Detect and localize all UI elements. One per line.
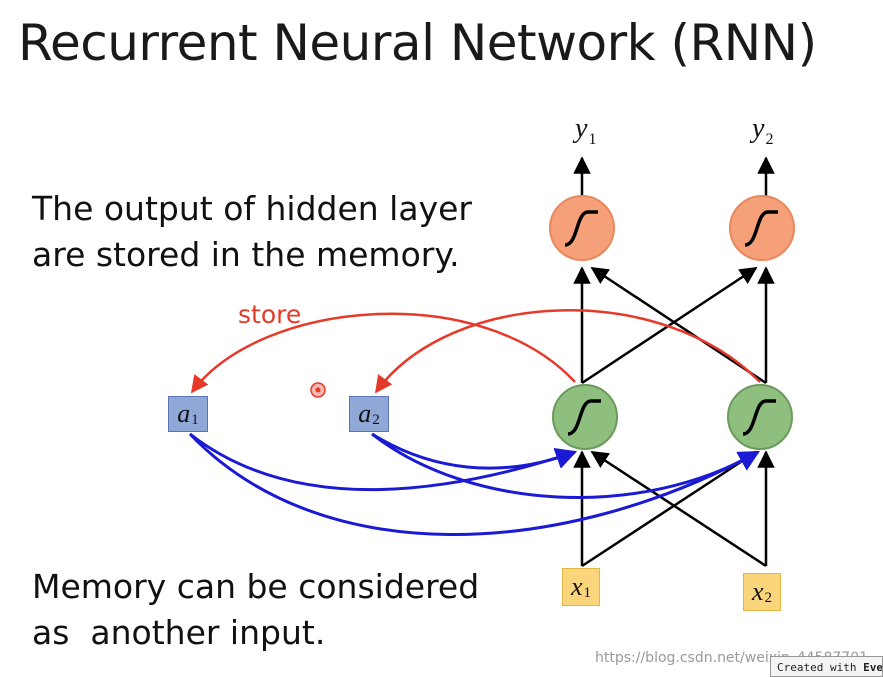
hidden-neuron-2 [727,384,793,450]
slide-title: Recurrent Neural Network (RNN) [18,14,817,72]
edge-h2-o1 [590,266,767,385]
store-label: store [238,300,302,329]
hidden-neuron-1 [552,384,618,450]
edge-a2-h2 [371,432,760,499]
store-arrow-h2-a2 [374,309,761,394]
created-with-badge: Created with Eve [770,656,883,677]
sigmoid-icon [742,399,776,436]
hidden-layer-caption: The output of hidden layer are stored in… [32,186,472,278]
caption-line-2: are stored in the memory. [32,235,460,274]
sigmoid-icon [564,210,598,247]
output-neuron-2 [729,195,795,261]
edge-a2-h1 [371,432,577,470]
edge-a1-h2 [188,432,760,536]
edge-a1-h1 [189,432,577,492]
output-neuron-1 [549,195,615,261]
output-label-y1: y1 [575,113,597,148]
sigmoid-icon [567,399,601,436]
edge-x1-h2 [581,450,758,568]
edge-x2-h1 [590,450,767,568]
pointer-dot-icon [310,382,326,398]
store-arrow-h1-a1 [190,312,576,394]
output-label-y2: y2 [752,113,774,148]
caption-line-1: The output of hidden layer [32,189,472,228]
sigmoid-icon [744,210,778,247]
memory-caption: Memory can be considered as another inpu… [32,564,479,656]
caption-line-3: Memory can be considered [32,567,480,606]
caption-line-4: as another input. [32,613,326,652]
